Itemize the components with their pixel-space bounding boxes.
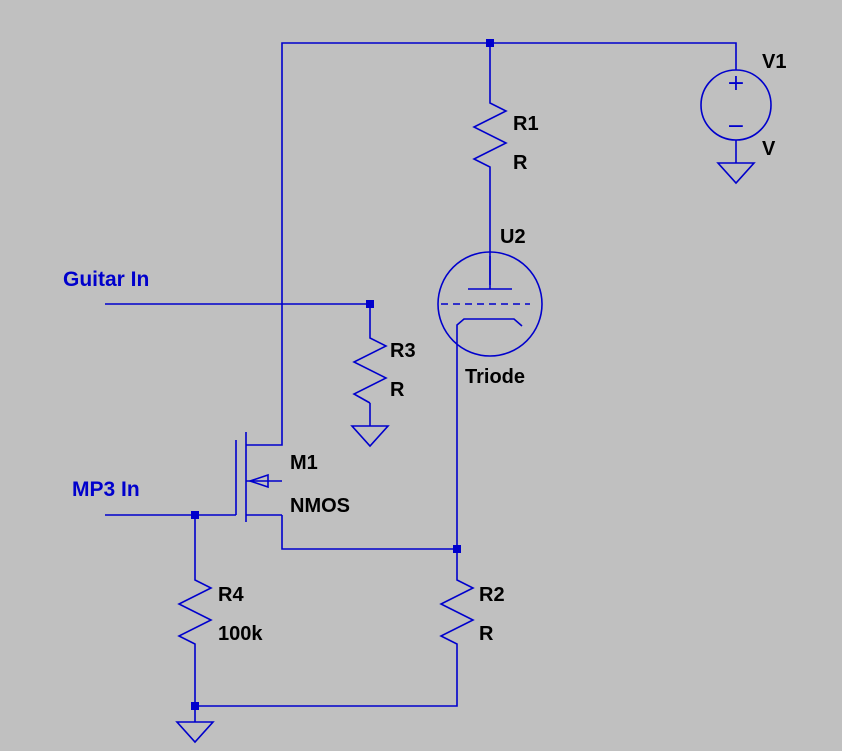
junction-ground — [191, 702, 199, 710]
net-label-mp3-in: MP3 In — [72, 478, 140, 501]
u2-value: Triode — [465, 366, 525, 388]
v1-plus-sign: + — [727, 71, 745, 96]
junction-grid — [366, 300, 374, 308]
v1-minus-sign: − — [727, 114, 745, 139]
junctions — [191, 39, 494, 710]
r3-value: R — [390, 379, 405, 401]
r3-ref: R3 — [390, 340, 416, 362]
r4-value: 100k — [218, 623, 263, 645]
triode-cathode — [456, 318, 523, 335]
r3-zigzag — [352, 330, 388, 404]
u2-ref: U2 — [500, 226, 526, 248]
r2-resistor[interactable]: R2 R — [439, 572, 505, 652]
ground-r4 — [175, 721, 215, 744]
junction-mp3 — [191, 511, 199, 519]
m1-drain — [246, 425, 283, 446]
m1-nmos[interactable]: M1 NMOS — [235, 425, 350, 522]
junction-cathode — [453, 545, 461, 553]
wires — [105, 42, 737, 722]
r3-resistor[interactable]: R3 R — [352, 330, 416, 404]
r2-zigzag — [439, 572, 475, 652]
v1-ref: V1 — [762, 51, 786, 73]
r1-ref: R1 — [513, 113, 539, 135]
triode-envelope — [437, 251, 543, 357]
wire-m1-source[interactable] — [281, 515, 457, 550]
v1-body — [700, 69, 772, 141]
r1-value: R — [513, 152, 528, 174]
r2-ref: R2 — [479, 584, 505, 606]
v1-source[interactable]: + − V1 V — [700, 51, 786, 160]
m1-value: NMOS — [290, 495, 350, 517]
ground-r3 — [350, 425, 390, 448]
u2-triode[interactable]: U2 Triode — [437, 226, 543, 388]
junction-top — [486, 39, 494, 47]
ground-v1 — [716, 162, 756, 185]
m1-ref: M1 — [290, 452, 318, 474]
v1-value: V — [762, 138, 776, 160]
r1-zigzag — [472, 96, 508, 176]
r4-zigzag — [177, 572, 213, 652]
r2-value: R — [479, 623, 494, 645]
r4-resistor[interactable]: R4 100k — [177, 572, 263, 652]
m1-body-arrow — [247, 473, 269, 489]
r4-ref: R4 — [218, 584, 244, 606]
net-label-guitar-in: Guitar In — [63, 268, 149, 291]
wire-r2-bottom[interactable] — [195, 652, 458, 707]
wire-top-rail[interactable] — [281, 42, 737, 425]
r1-resistor[interactable]: R1 R — [472, 96, 539, 176]
